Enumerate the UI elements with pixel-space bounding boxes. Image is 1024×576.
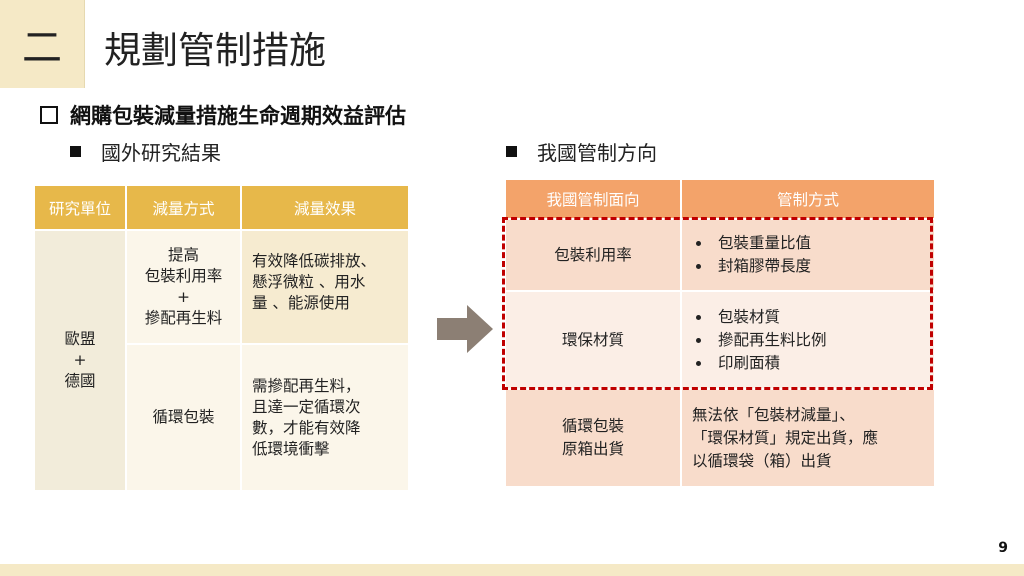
foreign-heading: 國外研究結果 [70, 137, 221, 166]
column-header: 減量效果 [240, 184, 410, 231]
list-item: 封箱膠帶長度 [712, 255, 934, 278]
domestic-control-table: 我國管制面向 管制方式 包裝利用率 包裝重量比值 封箱膠帶長度 環保材質 包裝材… [504, 178, 936, 488]
list-item: 印刷面積 [712, 352, 934, 375]
column-header: 減量方式 [125, 184, 242, 231]
ways-cell: 包裝材質 摻配再生料比例 印刷面積 [680, 290, 936, 390]
ways-cell: 包裝重量比值 封箱膠帶長度 [680, 218, 936, 292]
method-line: 提高 [167, 246, 199, 264]
method-cell: 循環包裝 [125, 343, 242, 492]
method-line: 摻配再生料 [144, 309, 223, 327]
research-unit-cell: 歐盟 + 德國 [33, 229, 127, 492]
page-number: 9 [998, 540, 1008, 556]
aspect-line: 包裝利用率 [554, 245, 632, 264]
unit-line: 歐盟 [64, 330, 96, 348]
note-line: 「環保材質」規定出貨，應 [692, 428, 879, 447]
square-bullet-icon [506, 146, 517, 157]
effect-line: 低環境衝擊 [252, 439, 330, 458]
domestic-heading-text: 我國管制方向 [537, 141, 657, 165]
unit-line: 德國 [64, 372, 96, 390]
effect-line: 量 、能源使用 [252, 294, 350, 312]
subtitle-text: 網購包裝減量措施生命週期效益評估 [70, 104, 406, 128]
note-cell: 無法依「包裝材減量」、 「環保材質」規定出貨，應 以循環袋（箱）出貨 [680, 388, 936, 488]
column-header: 我國管制面向 [504, 178, 682, 220]
aspect-cell: 環保材質 [504, 290, 682, 390]
method-line: 循環包裝 [152, 408, 215, 426]
table-row: 歐盟 + 德國 提高 包裝利用率 + 摻配再生料 有效降低碳排放、 懸浮微粒 、… [33, 229, 410, 492]
unit-line: + [73, 351, 87, 369]
column-header: 管制方式 [680, 178, 936, 220]
square-bullet-icon [70, 146, 81, 157]
column-header: 研究單位 [33, 184, 127, 231]
footer-bar [0, 564, 1024, 576]
section-number: 二 [0, 0, 84, 88]
effect-line: 有效降低碳排放、 [252, 252, 377, 270]
hollow-square-bullet-icon [40, 106, 58, 124]
list-item: 包裝重量比值 [712, 232, 934, 255]
table-row: 包裝利用率 包裝重量比值 封箱膠帶長度 [504, 218, 936, 292]
page-title: 規劃管制措施 [104, 29, 326, 72]
table-header-row: 我國管制面向 管制方式 [504, 178, 936, 220]
effect-cell: 需摻配再生料， 且達一定循環次 數，才能有效降 低環境衝擊 [240, 343, 410, 492]
aspect-line: 原箱出貨 [561, 440, 624, 458]
foreign-results-table: 研究單位 減量方式 減量效果 歐盟 + 德國 提高 包裝利用率 + 摻配再生料 … [33, 184, 410, 492]
effect-cell: 有效降低碳排放、 懸浮微粒 、用水 量 、能源使用 [240, 229, 410, 345]
list-item: 包裝材質 [712, 306, 934, 329]
aspect-line: 環保材質 [561, 330, 624, 349]
ways-list: 包裝重量比值 封箱膠帶長度 [692, 232, 934, 278]
aspect-cell: 包裝利用率 [504, 218, 682, 292]
table-row: 環保材質 包裝材質 摻配再生料比例 印刷面積 [504, 290, 936, 390]
effect-line: 且達一定循環次 [252, 397, 361, 416]
aspect-line: 循環包裝 [561, 417, 624, 435]
domestic-heading: 我國管制方向 [506, 137, 657, 166]
method-line: + [177, 288, 190, 306]
ways-list: 包裝材質 摻配再生料比例 印刷面積 [692, 306, 934, 375]
method-line: 包裝利用率 [144, 267, 223, 285]
foreign-heading-text: 國外研究結果 [101, 141, 221, 165]
highlight-frame [502, 217, 933, 390]
title-divider [84, 0, 85, 88]
method-cell: 提高 包裝利用率 + 摻配再生料 [125, 229, 242, 345]
subtitle: 網購包裝減量措施生命週期效益評估 [40, 100, 406, 130]
note-line: 以循環袋（箱）出貨 [692, 451, 832, 470]
effect-line: 懸浮微粒 、用水 [252, 273, 366, 291]
table-header-row: 研究單位 減量方式 減量效果 [33, 184, 410, 231]
right-arrow-icon [437, 305, 493, 353]
table-row: 循環包裝 原箱出貨 無法依「包裝材減量」、 「環保材質」規定出貨，應 以循環袋（… [504, 388, 936, 488]
effect-line: 需摻配再生料， [252, 376, 361, 395]
effect-line: 數，才能有效降 [252, 418, 361, 437]
table-row: 循環包裝 需摻配再生料， 且達一定循環次 數，才能有效降 低環境衝擊 [34, 343, 410, 492]
list-item: 摻配再生料比例 [712, 329, 934, 352]
aspect-cell: 循環包裝 原箱出貨 [504, 388, 682, 488]
note-line: 無法依「包裝材減量」、 [692, 405, 855, 424]
